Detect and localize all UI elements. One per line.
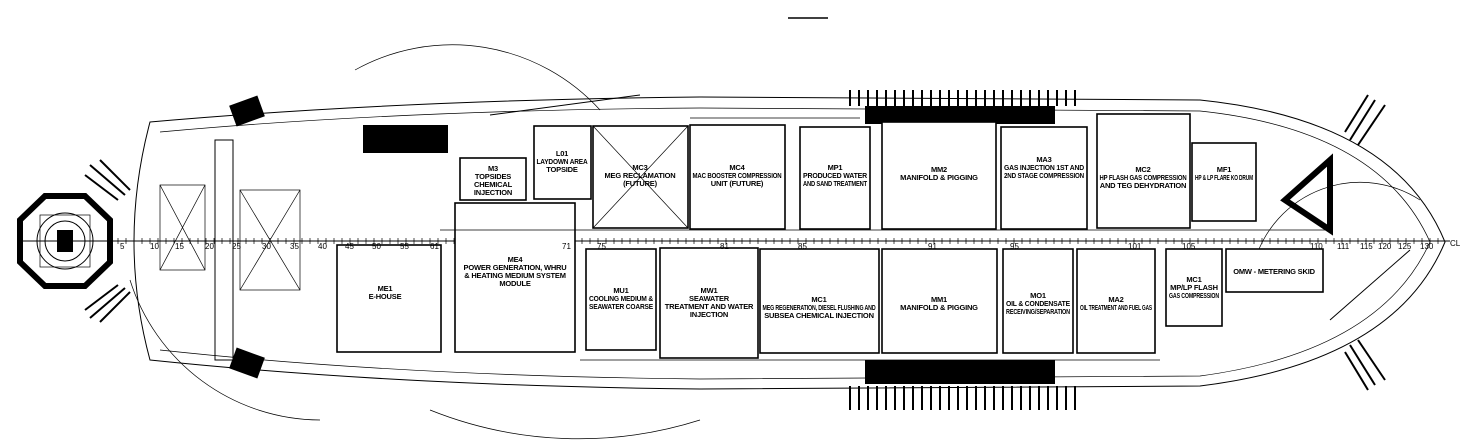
frame-number-label: 71 [562, 242, 571, 251]
frame-number-label: 50 [372, 242, 381, 251]
frame-number-label: 105 [1182, 242, 1196, 251]
frame-number-label: 5 [120, 242, 125, 251]
svg-text:OMW - METERING SKID: OMW - METERING SKID [1233, 267, 1315, 276]
frame-number-label: 10 [150, 242, 159, 251]
module-metering-skid[interactable]: OMW - METERING SKID [1225, 248, 1324, 293]
hull-outline [133, 96, 1446, 390]
frame-number-label: 15 [175, 242, 184, 251]
frame-number-label: 25 [232, 242, 241, 251]
frame-number-label: 125 [1398, 242, 1412, 251]
frame-number-label: 91 [928, 242, 937, 251]
frame-number-label: 75 [597, 242, 606, 251]
antenna-arrays [84, 94, 1386, 391]
frame-tick-marks [109, 238, 1439, 244]
stern-structures [159, 95, 448, 379]
riser-balcony-bottom [849, 360, 1076, 410]
frame-number-label: 55 [400, 242, 409, 251]
riser-balcony-top [849, 90, 1076, 124]
frame-number-labels: 5 10 15 20 25 30 35 40 45 50 55 61 71 75 81 85 91 95 101 10… [120, 242, 1434, 251]
frame-number-label: 30 [262, 242, 271, 251]
frame-number-label: 40 [318, 242, 327, 251]
pipe-routes [440, 117, 1330, 361]
frame-number-label: 20 [205, 242, 214, 251]
frame-number-label: 95 [1010, 242, 1019, 251]
frame-number-label: 81 [720, 242, 729, 251]
frame-number-label: 115 [1360, 242, 1373, 251]
frame-number-label: 111 [1337, 242, 1350, 251]
frame-number-label: 45 [345, 242, 354, 251]
frame-number-label: 35 [290, 242, 299, 251]
centerline-label: CL [1450, 239, 1461, 248]
frame-number-label: 110 [1310, 242, 1323, 251]
frame-number-label: 130 [1420, 242, 1434, 251]
frame-number-label: 120 [1378, 242, 1392, 251]
frame-number-label: 61 [430, 242, 439, 251]
frame-number-label: 85 [798, 242, 807, 251]
frame-number-label: 101 [1128, 242, 1142, 251]
helideck [17, 193, 113, 289]
flare-tower [1280, 153, 1333, 236]
crane-swing-arcs [129, 44, 1421, 440]
